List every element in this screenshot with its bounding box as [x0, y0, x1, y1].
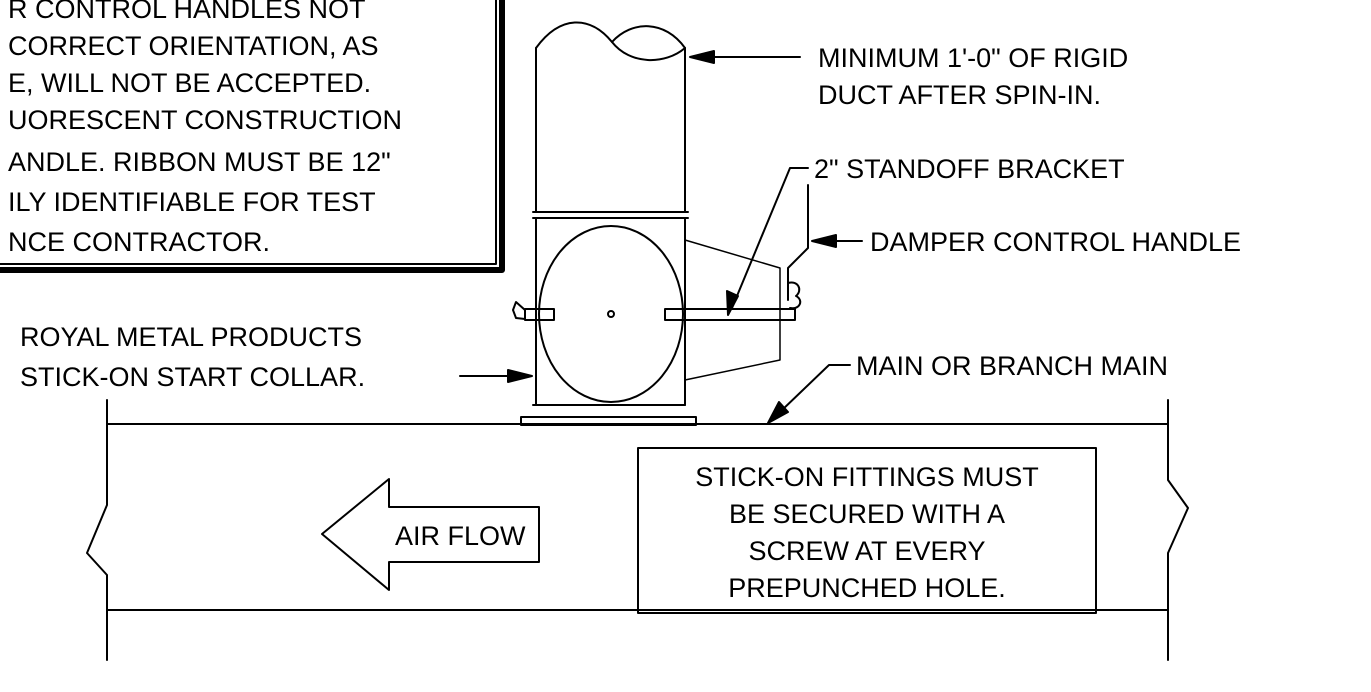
note-line-1: R CONTROL HANDLES NOT: [8, 0, 366, 24]
rigid-duct-break-back: [611, 25, 686, 49]
main-duct-label: MAIN OR BRANCH MAIN: [856, 351, 1168, 381]
start-collar-label-line-2: STICK-ON START COLLAR.: [20, 362, 365, 392]
note-line-3: E, WILL NOT BE ACCEPTED.: [8, 68, 371, 98]
fittings-note-box: [637, 447, 1097, 614]
fittings-note-line-4: PREPUNCHED HOLE.: [728, 573, 1006, 603]
arrowhead-damper-handle: [811, 234, 837, 248]
note-box-shadow: [0, 0, 505, 273]
rigid-duct-label-line-2: DUCT AFTER SPIN-IN.: [818, 80, 1101, 110]
leader-standoff-bracket: [731, 167, 809, 309]
air-flow-arrow: [321, 478, 540, 591]
arrowhead-rigid-duct: [689, 50, 715, 64]
fittings-note-text: STICK-ON FITTINGS MUST BE SECURED WITH A…: [695, 462, 1039, 603]
fittings-note-line-2: BE SECURED WITH A: [729, 499, 1005, 529]
note-line-5: ANDLE. RIBBON MUST BE 12": [8, 147, 391, 177]
standoff-bracket-label: 2" STANDOFF BRACKET: [814, 154, 1125, 184]
fittings-note-line-1: STICK-ON FITTINGS MUST: [695, 462, 1039, 492]
arrowhead-start-collar: [507, 369, 533, 383]
note-line-7: NCE CONTRACTOR.: [8, 227, 270, 257]
air-flow-label: AIR FLOW: [395, 521, 526, 551]
fittings-note-line-3: SCREW AT EVERY: [748, 536, 985, 566]
damper-handle-label: DAMPER CONTROL HANDLE: [870, 227, 1241, 257]
note-box-border: [0, 0, 497, 265]
main-duct-left-break: [86, 399, 108, 661]
wing-nut-right: [787, 281, 802, 310]
note-box-text: R CONTROL HANDLES NOT CORRECT ORIENTATIO…: [8, 0, 402, 257]
note-line-4: UORESCENT CONSTRUCTION: [8, 105, 402, 135]
collar-base-flange: [520, 416, 697, 426]
damper-blade: [538, 225, 684, 403]
rigid-duct-label-line-1: MINIMUM 1'-0" OF RIGID: [818, 43, 1128, 73]
leader-main-duct: [779, 364, 851, 413]
rigid-duct-break-top: [535, 21, 686, 61]
note-line-6: ILY IDENTIFIABLE FOR TEST: [8, 187, 376, 217]
note-line-2: CORRECT ORIENTATION, AS: [8, 31, 379, 61]
wing-nut-left: [512, 301, 526, 320]
damper-pivot: [607, 310, 615, 318]
start-collar-label-line-1: ROYAL METAL PRODUCTS: [20, 322, 362, 352]
standoff-bracket-thin: [684, 239, 781, 381]
damper-control-handle: [787, 184, 809, 301]
arrowhead-standoff-bracket: [726, 290, 739, 316]
arrowhead-main-duct: [767, 401, 789, 424]
main-duct-right-break: [1167, 399, 1189, 661]
